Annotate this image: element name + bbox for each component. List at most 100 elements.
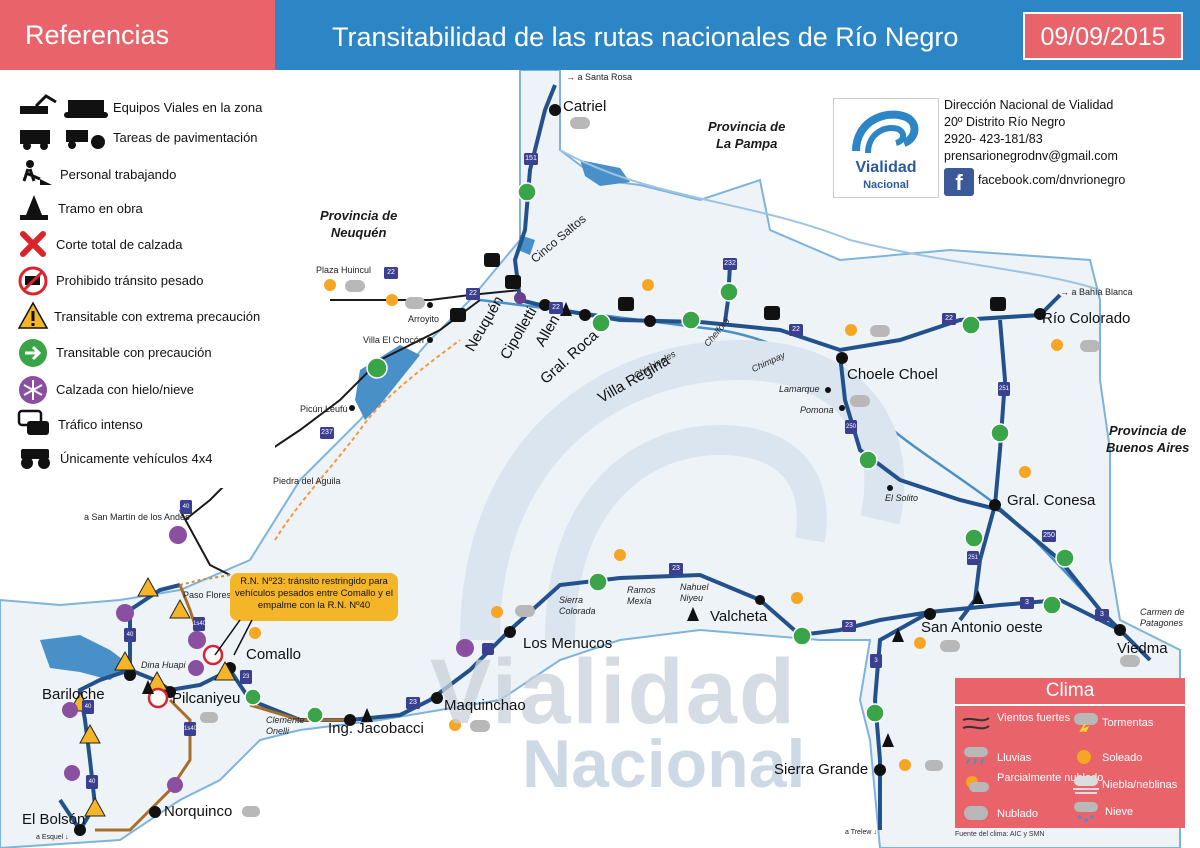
sun-icon [1051,339,1063,351]
sun-icon [449,719,461,731]
town-label: Picún Leufú [300,404,348,414]
rain-icon [964,747,988,765]
legend-item: Transitable con extrema precaución [0,301,275,333]
town-dot [427,337,433,343]
snowflake-icon [19,376,47,404]
status-green-arrows [244,182,1075,724]
sun-icon [899,759,911,771]
sun-icon [1077,750,1091,764]
city-dot [344,714,356,726]
town-label: Mexía [627,596,652,606]
town-label: Dina Huapi [141,660,186,670]
city-dot [504,626,516,638]
city-dot [1034,308,1046,320]
weather-legend: Clima Vientos fuertes Tormentas Lluvias … [955,678,1185,828]
province-label-neuquen: Provincia de Neuquén [320,207,397,241]
road-machinery-icon [20,94,108,118]
green-arrow-icon [681,310,701,330]
province-label-buenos-aires: Provincia de Buenos Aires [1106,422,1189,456]
city-dot [836,352,848,364]
city-label-catriel: Catriel [563,98,607,115]
city-label-viedma: Viedma [1117,640,1168,657]
green-arrow-icon [961,315,981,335]
route-shield-label: 40 [180,500,192,514]
province-label-line: Buenos Aires [1106,440,1190,455]
route-shield-label: 22 [942,313,956,325]
green-arrow-icon [244,688,262,706]
contact-facebook[interactable]: facebook.com/dnvrionegro [978,173,1126,187]
cloudy-icon [964,806,988,820]
snowflake-icon [62,702,78,718]
weather-item-label: Soleado [1102,752,1143,764]
route-shield-label: 22 [384,267,398,279]
route-shield-label: 22 [549,302,563,314]
cloud-icon [925,760,943,771]
cloud-icon [515,605,535,617]
city-label-el-bolson: El Bolsón [22,811,86,828]
map-canvas [0,70,1181,848]
date-badge: 09/09/2015 [1023,12,1183,60]
snowflake-icon [116,604,134,622]
partly-cloudy-icon [966,776,989,792]
green-arrow-icon [1055,548,1075,568]
sun-icon [642,279,654,291]
contact-district: 20º Distrito Río Negro [944,115,1066,129]
green-arrow-icon [591,313,611,333]
route-shield-label: 40 [124,628,136,642]
no-trucks-icon [18,266,48,296]
town-dot [427,302,433,308]
route-shield-label: 251 [967,551,979,565]
city-label-bariloche: Bariloche [42,686,105,703]
city-dot [989,499,1001,511]
town-dot [839,405,845,411]
lake-nahuel-huapi [40,635,130,680]
restriction-note: R.N. Nº23: tránsito restringido para veh… [230,573,398,621]
river-colorado [559,149,1101,291]
green-arrow-icon [1042,595,1062,615]
route-40-neuquen [179,509,231,576]
snowflake-icon [167,777,183,793]
facebook-icon[interactable]: f [944,168,974,196]
green-arrow-icon [865,703,885,723]
legend-label: Tramo en obra [58,201,143,216]
contact-org: Dirección Nacional de Vialidad [944,98,1114,112]
watermark-text: Nacional [522,726,806,802]
city-dot [755,595,765,605]
weather-item-label: Lluvias [997,752,1032,764]
traffic-icon [505,275,521,289]
traffic-icon [484,253,500,267]
date-text: 09/09/2015 [1040,23,1166,51]
contact-email[interactable]: prensarionegrodnv@gmail.com [944,149,1118,163]
route-shield-label: 23 [669,563,683,575]
town-dot [887,485,893,491]
town-label: Ramos [627,585,656,595]
city-dot [431,692,443,704]
warning-triangle-icon [79,723,101,744]
town-label: a San Martín de los Andes [84,512,190,522]
cloud-icon [242,806,260,817]
weather-item-label: Nieve [1105,806,1134,818]
town-dot [349,405,355,411]
route-shield-label: 22 [466,288,480,300]
sun-icon [324,279,336,291]
legend-item: Tráfico intenso [0,409,275,441]
town-label: → a Santa Rosa [566,72,633,82]
traffic-markers [450,253,1006,322]
legend-label: Personal trabajando [60,167,177,182]
sun-icon [914,637,926,649]
sun-icon [491,606,503,618]
route-237-neuquen [239,299,481,471]
province-label-la-pampa: Provincia de La Pampa [708,118,785,152]
vialidad-logo: Vialidad Nacional [833,98,939,198]
legend-label: Prohibido tránsito pesado [56,273,204,288]
cloud-icon [345,280,365,292]
legend-label: Únicamente vehículos 4x4 [60,451,213,466]
logo-subtext: Nacional [863,179,909,191]
river-limay [274,339,461,541]
cloud-icon [870,325,890,337]
green-arrow-icon [990,423,1010,443]
snowflake-icon [64,765,80,781]
sun-icon [614,549,626,561]
town-label: Arroyito [408,314,440,324]
